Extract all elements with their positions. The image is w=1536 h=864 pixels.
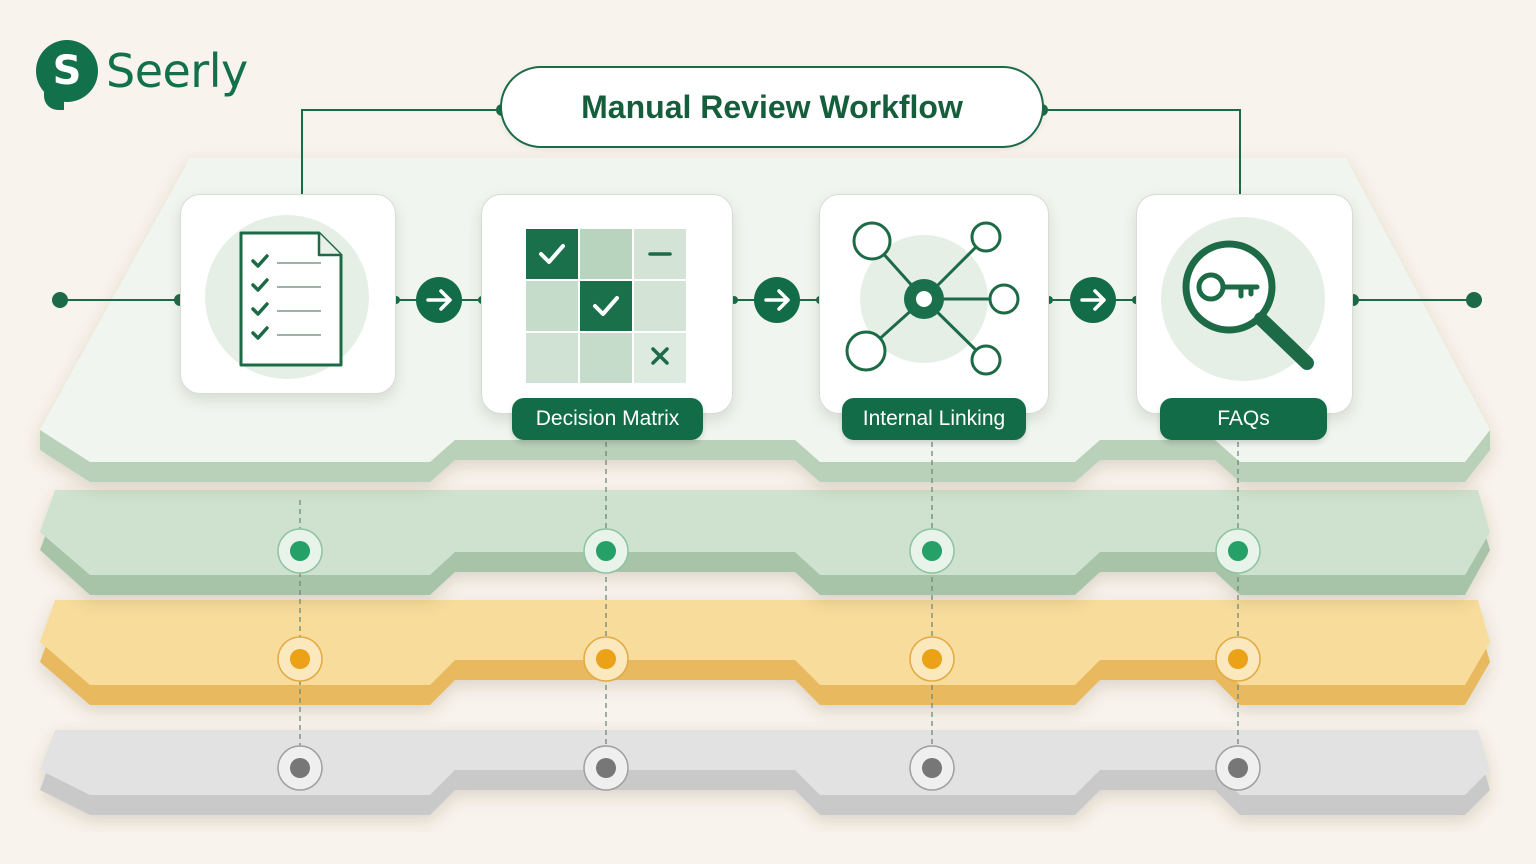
logo-letter: S (52, 48, 82, 94)
decision-grid-icon (526, 229, 686, 383)
step-tile-internal-linking (819, 194, 1049, 414)
step-label-internal-linking: Internal Linking (842, 398, 1026, 440)
checklist-document-icon (205, 215, 369, 379)
gray-layer (40, 730, 1490, 815)
brand-name: Seerly (106, 44, 248, 98)
step-label-decision-matrix: Decision Matrix (512, 398, 703, 440)
logo-mark-icon: S (36, 40, 98, 110)
step-tile-checklist (180, 194, 396, 394)
yellow-layer (40, 600, 1490, 705)
step-label-faqs: FAQs (1160, 398, 1327, 440)
key-magnifier-icon (1161, 217, 1325, 381)
arrow-right-icon (1070, 277, 1116, 323)
arrow-right-icon (416, 277, 462, 323)
layer-drop-lines (299, 442, 1239, 768)
network-nodes-icon (845, 221, 1020, 376)
step-tile-decision-matrix (481, 194, 733, 414)
diagram-title: Manual Review Workflow (500, 66, 1044, 148)
arrow-right-icon (754, 277, 800, 323)
gray-markers (277, 745, 1261, 791)
brand-logo: S Seerly (36, 36, 248, 110)
title-connector-lines (301, 109, 1241, 194)
green-layer (40, 490, 1490, 595)
step-tile-faqs (1136, 194, 1353, 414)
green-markers (277, 528, 1261, 574)
yellow-markers (277, 636, 1261, 682)
